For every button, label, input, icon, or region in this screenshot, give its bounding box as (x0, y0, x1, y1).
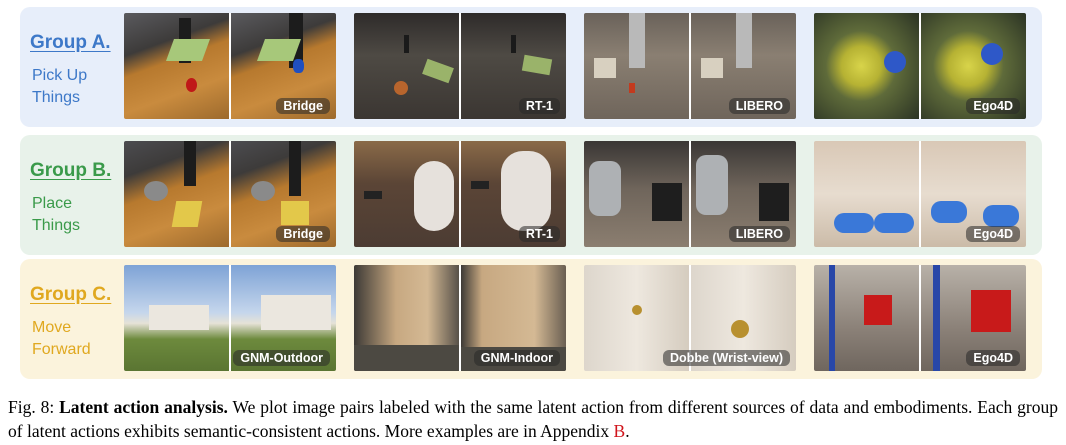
image-left (124, 265, 229, 371)
figure-caption: Fig. 8: Latent action analysis. We plot … (8, 395, 1058, 443)
subtitle-line: Pick Up (32, 67, 88, 84)
image-pair-ego4d: Ego4D (814, 13, 1026, 119)
group-b-panel: Group B. Place Things Bridge RT-1 (20, 135, 1042, 255)
pair-divider (689, 13, 691, 119)
dataset-label: Bridge (276, 98, 330, 114)
image-pair-dobbe: Dobbe (Wrist-view) (584, 265, 796, 371)
group-subtitle: Move Forward (32, 317, 91, 361)
image-left (814, 13, 919, 119)
pair-divider (919, 13, 921, 119)
caption-end: . (625, 421, 630, 441)
image-pair-rt1: RT-1 (354, 13, 566, 119)
group-title: Group A. (30, 32, 111, 53)
dataset-label: LIBERO (728, 98, 790, 114)
dataset-label: GNM-Outdoor (233, 350, 330, 366)
subtitle-line: Things (32, 217, 81, 234)
image-left (354, 141, 459, 247)
caption-bold: Latent action analysis. (59, 397, 228, 417)
dataset-label: RT-1 (518, 226, 560, 242)
pair-divider (689, 265, 691, 371)
pair-divider (229, 141, 231, 247)
caption-text: We plot image pairs labeled with the sam… (8, 397, 1058, 441)
group-title: Group C. (30, 284, 112, 305)
image-left (354, 265, 459, 371)
appendix-link[interactable]: B (613, 421, 626, 441)
pair-divider (459, 13, 461, 119)
pair-divider (919, 141, 921, 247)
subtitle-line: Place (32, 195, 73, 212)
image-pair-gnm-outdoor: GNM-Outdoor (124, 265, 336, 371)
image-left (814, 141, 919, 247)
dataset-label: GNM-Indoor (473, 350, 560, 366)
image-left (814, 265, 919, 371)
dataset-label: Ego4D (966, 98, 1020, 114)
pair-divider (229, 265, 231, 371)
dataset-label: Ego4D (966, 350, 1020, 366)
subtitle-line: Forward (32, 341, 91, 358)
group-a-panel: Group A. Pick Up Things Bridge RT-1 (20, 7, 1042, 127)
image-left (584, 13, 689, 119)
image-pair-rt1: RT-1 (354, 141, 566, 247)
image-left (124, 13, 229, 119)
image-left (124, 141, 229, 247)
group-subtitle: Place Things (32, 193, 80, 237)
group-title: Group B. (30, 160, 112, 181)
group-c-panel: Group C. Move Forward GNM-Outdoor GNM-In… (20, 259, 1042, 379)
pair-divider (689, 141, 691, 247)
pair-divider (229, 13, 231, 119)
group-subtitle: Pick Up Things (32, 65, 87, 109)
dataset-label: Ego4D (966, 226, 1020, 242)
image-pair-bridge: Bridge (124, 13, 336, 119)
dataset-label: LIBERO (728, 226, 790, 242)
image-left (354, 13, 459, 119)
image-pair-libero: LIBERO (584, 13, 796, 119)
subtitle-line: Things (32, 89, 81, 106)
pair-divider (459, 141, 461, 247)
image-pair-ego4d: Ego4D (814, 141, 1026, 247)
dataset-label: Dobbe (Wrist-view) (663, 350, 790, 366)
image-pair-ego4d: Ego4D (814, 265, 1026, 371)
dataset-label: Bridge (276, 226, 330, 242)
caption-prefix: Fig. 8: (8, 397, 60, 417)
image-pair-bridge: Bridge (124, 141, 336, 247)
image-pair-gnm-indoor: GNM-Indoor (354, 265, 566, 371)
pair-divider (459, 265, 461, 371)
image-pair-libero: LIBERO (584, 141, 796, 247)
image-left (584, 141, 689, 247)
dataset-label: RT-1 (518, 98, 560, 114)
subtitle-line: Move (32, 319, 72, 336)
pair-divider (919, 265, 921, 371)
